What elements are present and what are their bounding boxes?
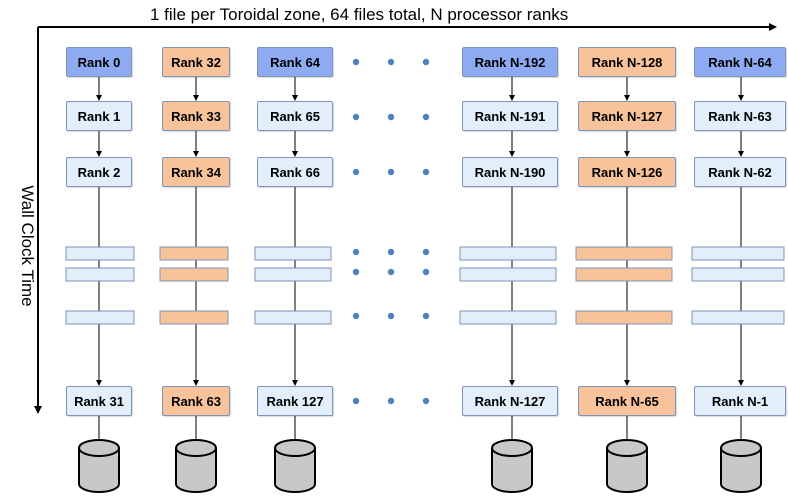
ellipsis-dot	[422, 268, 430, 276]
ellipsis-dot	[387, 268, 395, 276]
rank-box: Rank N-128	[578, 47, 676, 77]
ellipsis-dot	[352, 268, 360, 276]
ellipsis-dot	[352, 113, 360, 121]
disk-icon	[491, 448, 533, 493]
rank-box: Rank N-126	[578, 157, 676, 187]
ellipsis-dot	[352, 248, 360, 256]
timestep-bar	[459, 310, 557, 325]
rank-box: Rank 63	[162, 386, 230, 416]
disk-icon	[720, 448, 762, 493]
rank-box: Rank N-192	[462, 47, 558, 77]
disk-top	[274, 439, 316, 457]
timestep-bar	[254, 267, 332, 282]
rank-box: Rank 31	[66, 386, 132, 416]
rank-box: Rank 66	[257, 157, 333, 187]
timestep-bar	[159, 246, 229, 261]
disk-icon	[78, 448, 120, 493]
timestep-bar	[65, 246, 135, 261]
rank-box: Rank 2	[66, 157, 132, 187]
timestep-bar	[254, 246, 332, 261]
disk-icon	[274, 448, 316, 493]
ellipsis-dot	[422, 397, 430, 405]
rank-box: Rank 34	[162, 157, 230, 187]
ellipsis-dot	[387, 397, 395, 405]
timestep-bar	[575, 310, 673, 325]
disk-top	[606, 439, 648, 457]
ellipsis-dot	[422, 168, 430, 176]
rank-box: Rank N-62	[694, 157, 786, 187]
ellipsis-dot	[422, 58, 430, 66]
timestep-bar	[65, 310, 135, 325]
ellipsis-dot	[387, 312, 395, 320]
timestep-bar	[159, 310, 229, 325]
ellipsis-dot	[422, 312, 430, 320]
timestep-bar	[691, 310, 785, 325]
rank-box: Rank N-190	[462, 157, 558, 187]
ellipsis-dot	[352, 58, 360, 66]
rank-box: Rank 32	[162, 47, 230, 77]
rank-box: Rank N-63	[694, 101, 786, 131]
rank-box: Rank 65	[257, 101, 333, 131]
disk-icon	[175, 448, 217, 493]
rank-box: Rank N-1	[694, 386, 786, 416]
timestep-bar	[254, 310, 332, 325]
timestep-bar	[159, 267, 229, 282]
timestep-bar	[459, 267, 557, 282]
rank-box: Rank 64	[257, 47, 333, 77]
timestep-bar	[575, 246, 673, 261]
disk-top	[491, 439, 533, 457]
disk-top	[175, 439, 217, 457]
ellipsis-dot	[387, 58, 395, 66]
wall-clock-label-wrapper: Wall Clock Time	[16, 170, 37, 330]
ellipsis-dot	[387, 168, 395, 176]
ellipsis-dot	[387, 248, 395, 256]
rank-box: Rank 0	[66, 47, 132, 77]
timestep-bar	[575, 267, 673, 282]
disk-top	[720, 439, 762, 457]
disk-top	[78, 439, 120, 457]
rank-box: Rank N-191	[462, 101, 558, 131]
ellipsis-dot	[422, 248, 430, 256]
rank-box: Rank N-127	[462, 386, 558, 416]
rank-box: Rank N-64	[694, 47, 786, 77]
wall-clock-time-label: Wall Clock Time	[18, 185, 37, 307]
timestep-bar	[691, 267, 785, 282]
ellipsis-dot	[387, 113, 395, 121]
ellipsis-dot	[352, 168, 360, 176]
header-label: 1 file per Toroidal zone, 64 files total…	[150, 5, 569, 24]
rank-box: Rank 127	[257, 386, 333, 416]
ellipsis-dot	[352, 397, 360, 405]
rank-box: Rank 1	[66, 101, 132, 131]
rank-box: Rank N-127	[578, 101, 676, 131]
rank-box: Rank 33	[162, 101, 230, 131]
timestep-bar	[459, 246, 557, 261]
timestep-bar	[691, 246, 785, 261]
ellipsis-dot	[422, 113, 430, 121]
rank-box: Rank N-65	[578, 386, 676, 416]
timestep-bar	[65, 267, 135, 282]
disk-icon	[606, 448, 648, 493]
ellipsis-dot	[352, 312, 360, 320]
